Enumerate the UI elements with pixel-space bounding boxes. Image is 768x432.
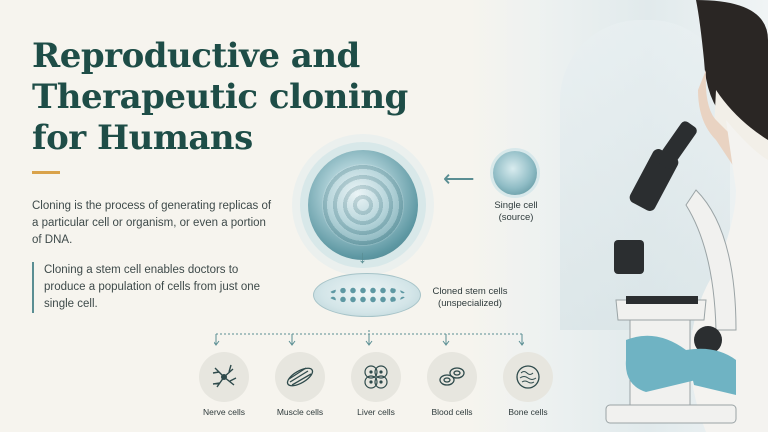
cell-types-row: Nerve cells Muscle cells: [188, 352, 560, 422]
single-cell-label: Single cell (source): [494, 200, 538, 223]
highlight-quote: Cloning a stem cell enables doctors to p…: [32, 262, 274, 313]
cell-type-label: Liver cells: [357, 407, 395, 417]
arrow-down-icon: ↓: [358, 247, 367, 267]
title-accent-bar: [32, 171, 60, 174]
cell-type-liver: Liver cells: [340, 352, 412, 417]
petri-dish-icon: [313, 273, 421, 317]
liver-cell-icon: [364, 365, 388, 389]
cell-type-nerve: Nerve cells: [188, 352, 260, 417]
cell-type-blood: Blood cells: [416, 352, 488, 417]
cell-type-label: Blood cells: [431, 407, 473, 417]
embryo-cell-illustration: [308, 150, 418, 260]
muscle-fiber-icon: [286, 367, 314, 387]
bone-cell-icon: [516, 365, 540, 389]
single-cell-icon: [493, 151, 537, 195]
blood-cell-icon: [439, 367, 465, 386]
cell-type-muscle: Muscle cells: [264, 352, 336, 417]
cell-type-bone: Bone cells: [492, 352, 564, 417]
cloned-cells-label: Cloned stem cells (unspecialized): [432, 286, 508, 309]
scientist-microscope-illustration: [605, 0, 768, 432]
arrow-left-icon: ⟵: [443, 166, 475, 191]
cell-type-label: Bone cells: [508, 407, 548, 417]
cell-type-label: Muscle cells: [276, 407, 324, 417]
cell-type-label: Nerve cells: [202, 407, 246, 417]
intro-text: Cloning is the process of generating rep…: [32, 200, 272, 246]
branch-connector: [214, 330, 524, 346]
slide-title: Reproductive and Therapeutic cloning for…: [32, 36, 408, 158]
neuron-icon: [212, 364, 237, 388]
